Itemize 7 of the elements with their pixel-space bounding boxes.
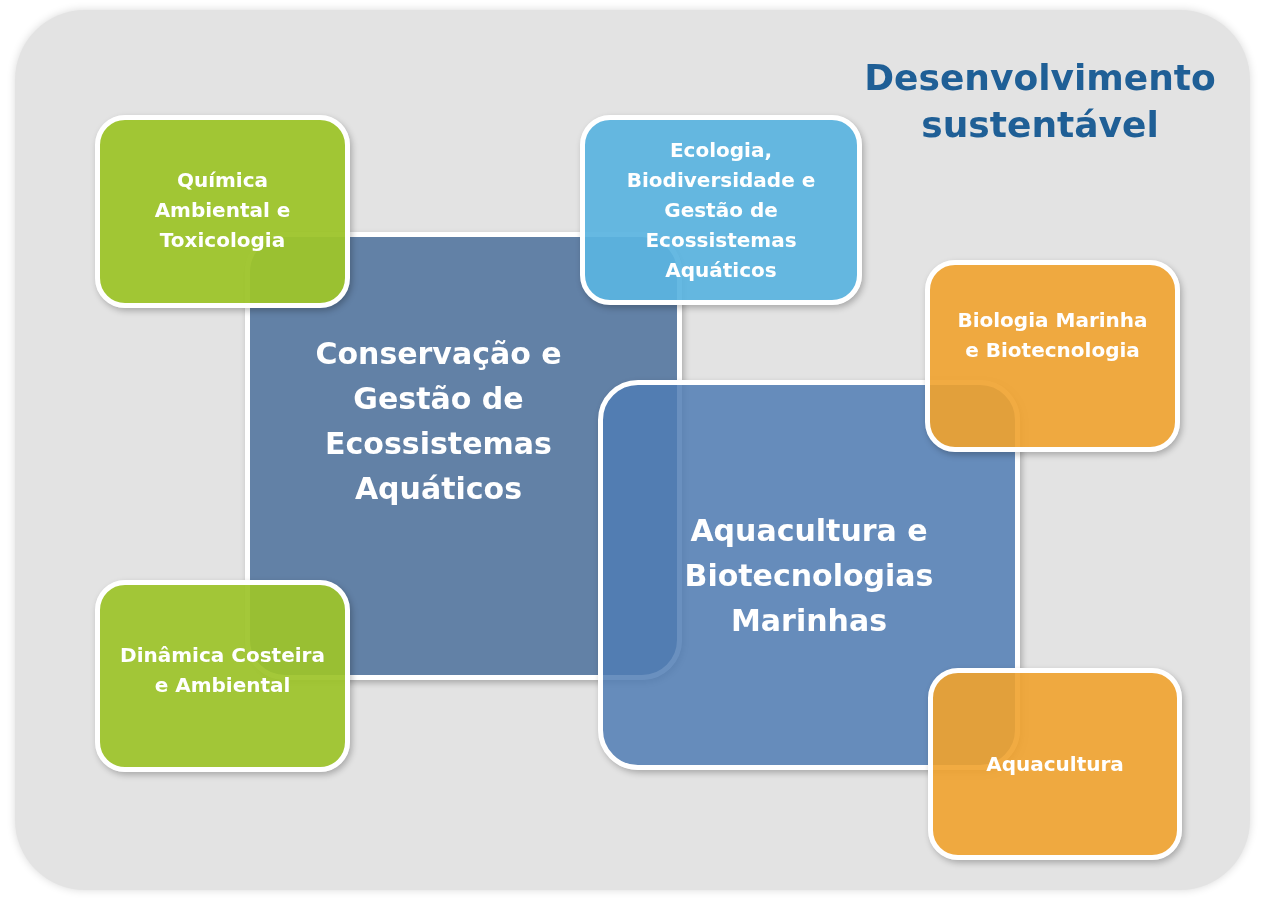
topic-box: Química Ambiental e Toxicologia bbox=[95, 115, 350, 308]
topic-box: Ecologia, Biodiversidade e Gestão de Ecossistemas Aquáticos bbox=[580, 115, 862, 305]
topic-box: Aquacultura bbox=[928, 668, 1182, 860]
background-panel bbox=[15, 10, 1250, 890]
heading: Desenvolvimento sustentável bbox=[863, 56, 1217, 147]
topic-box: Biologia Marinha e Biotecnologia bbox=[925, 260, 1180, 452]
topic-box: Dinâmica Costeira e Ambiental bbox=[95, 580, 350, 772]
